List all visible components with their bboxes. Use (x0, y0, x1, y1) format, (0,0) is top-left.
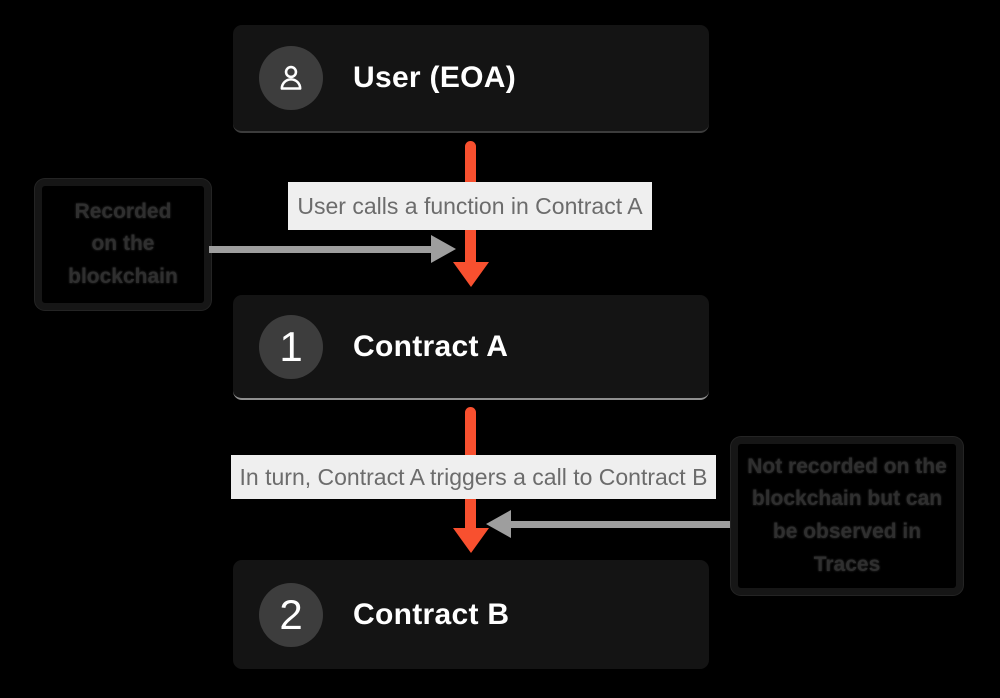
node-contract-b: 2 Contract B (233, 560, 709, 669)
node-title-contract-b: Contract B (353, 597, 510, 631)
node-title-user: User (EOA) (353, 61, 517, 94)
edge-label-user-call: User calls a function in Contract A (288, 182, 652, 230)
edge-label-contract-call: In turn, Contract A triggers a call to C… (231, 455, 716, 499)
note-left-arrow (209, 246, 431, 253)
note-not-recorded-traces: Not recorded on the blockchain but can b… (731, 437, 963, 595)
node-contract-a: 1 Contract A (233, 295, 709, 400)
arrowhead-right-icon (431, 235, 456, 263)
note-right-arrow (511, 521, 730, 528)
user-icon (273, 60, 309, 96)
note-recorded-on-blockchain: Recorded on the blockchain (35, 179, 211, 310)
arrowhead-down-icon (453, 262, 489, 287)
node-title-contract-a: Contract A (353, 329, 509, 363)
user-badge (259, 46, 323, 110)
contract-a-badge: 1 (259, 314, 323, 379)
contract-b-badge: 2 (259, 582, 323, 647)
arrowhead-down-icon (453, 528, 489, 553)
arrowhead-left-icon (486, 510, 511, 538)
node-user-eoa: User (EOA) (233, 25, 709, 133)
